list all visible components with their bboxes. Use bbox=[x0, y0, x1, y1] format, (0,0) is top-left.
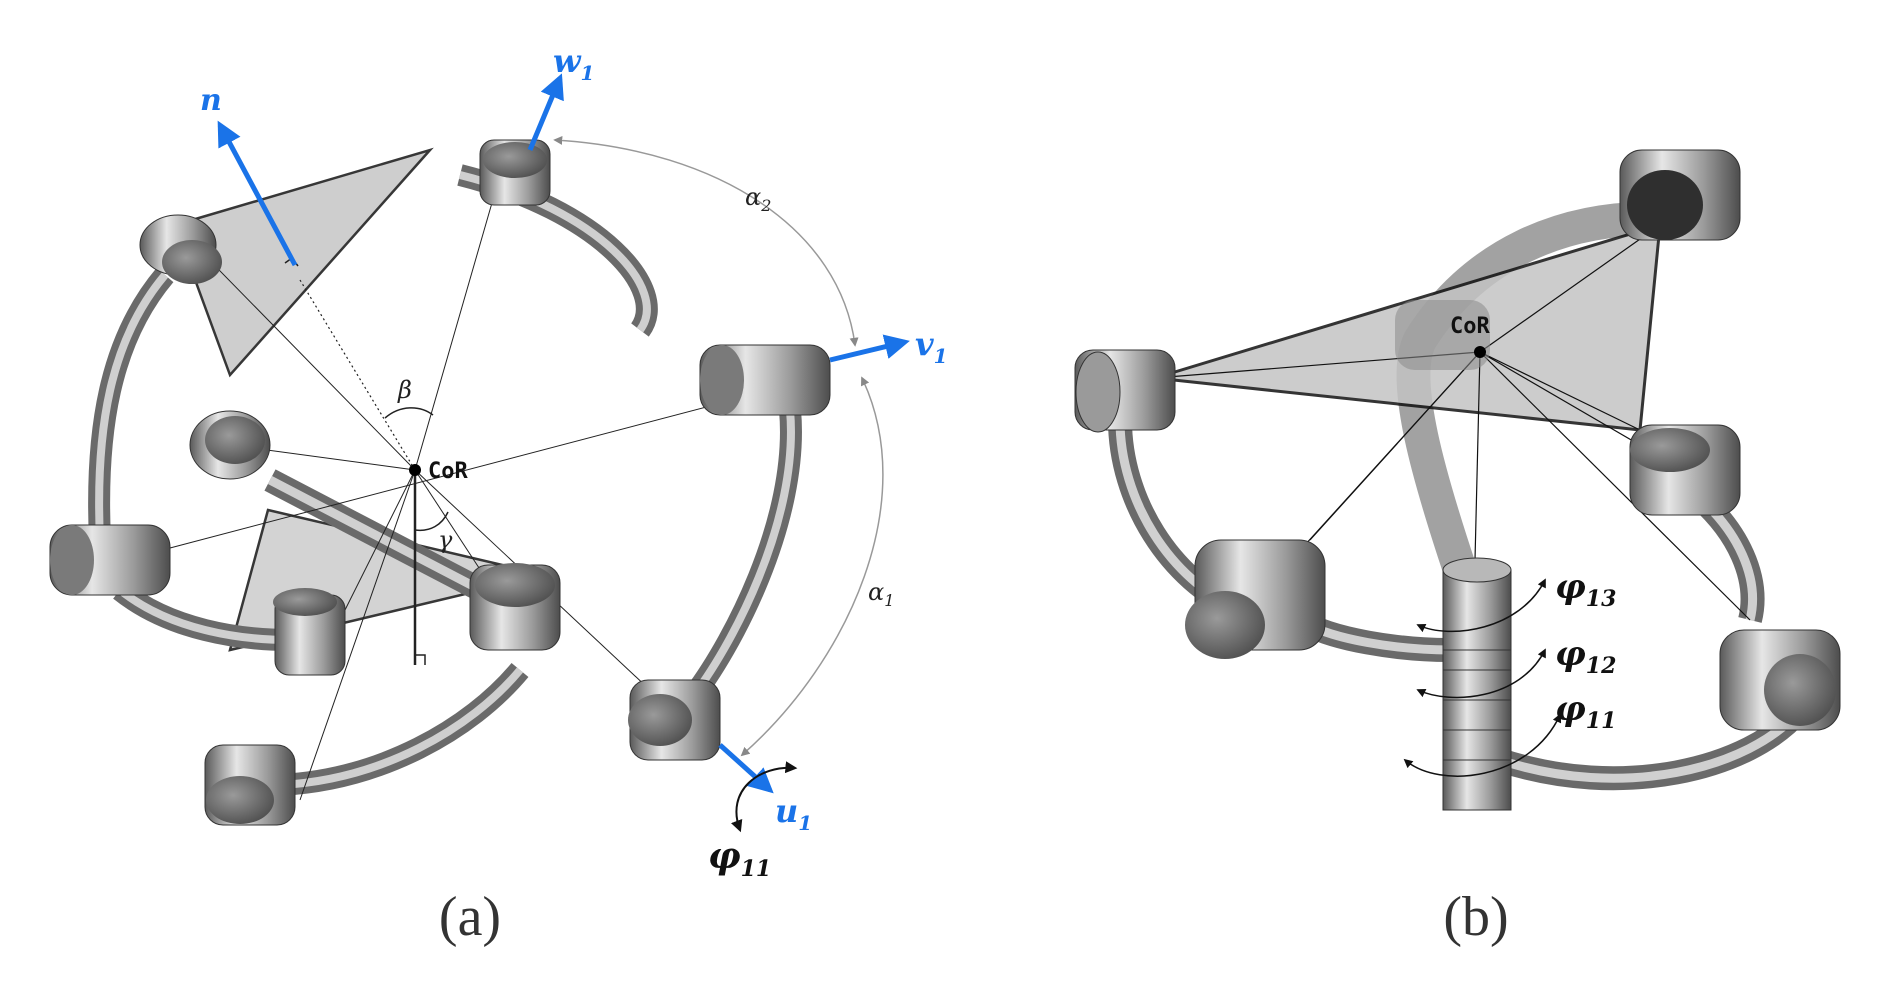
joint-upper-left bbox=[139, 214, 222, 284]
alpha2-arc bbox=[553, 135, 859, 347]
label-alpha2: α2 bbox=[745, 183, 771, 215]
normal-dotted bbox=[299, 279, 416, 471]
label-v1: v1 bbox=[915, 325, 948, 368]
axis-n-arrow bbox=[217, 120, 298, 267]
label-n: n bbox=[200, 83, 222, 118]
label-phi11-a: φ11 bbox=[708, 835, 771, 882]
gamma-angle-arc bbox=[414, 511, 449, 532]
joint-b-far-right bbox=[1719, 629, 1841, 731]
label-w1: w1 bbox=[553, 42, 594, 85]
caption-b: (b) bbox=[1443, 886, 1508, 948]
joint-b-right bbox=[1629, 424, 1741, 516]
alpha1-arc bbox=[740, 376, 884, 757]
joint-right bbox=[699, 344, 831, 416]
label-alpha1: α1 bbox=[868, 578, 894, 610]
joint-far-left bbox=[49, 524, 171, 596]
cor-point bbox=[409, 464, 421, 476]
joint-top bbox=[479, 139, 551, 206]
label-u1: u1 bbox=[775, 792, 812, 835]
label-phi11-b: φ11 bbox=[1555, 689, 1616, 734]
caption-a: (a) bbox=[439, 886, 501, 948]
phi11-rotation-arrow bbox=[731, 761, 798, 833]
label-cor-a: CoR bbox=[428, 459, 468, 484]
label-cor-b: CoR bbox=[1450, 314, 1490, 339]
joint-bottom-left bbox=[204, 744, 296, 826]
cor-point-b bbox=[1474, 346, 1486, 358]
joint-b-left bbox=[1074, 349, 1176, 433]
phi13-rotation-arrow bbox=[1416, 578, 1546, 633]
label-phi12: φ12 bbox=[1555, 634, 1616, 679]
right-angle-mark-lower bbox=[415, 654, 426, 665]
joint-lower-center bbox=[273, 588, 346, 676]
panel-b: CoR φ13 φ12 φ11 (b) bbox=[1074, 149, 1841, 948]
ring-arc-bottom bbox=[279, 662, 529, 796]
joint-mid-left bbox=[189, 410, 271, 480]
upper-platform-plane bbox=[173, 147, 434, 378]
label-gamma: γ bbox=[438, 526, 453, 554]
central-column bbox=[1442, 557, 1512, 811]
joint-b-back-ghost bbox=[1395, 300, 1490, 370]
joint-b-lower-left bbox=[1185, 539, 1326, 659]
label-phi13: φ13 bbox=[1555, 567, 1616, 612]
label-beta: β bbox=[397, 376, 412, 404]
phi11-rotation-arrow-b bbox=[1403, 713, 1562, 777]
phi12-rotation-arrow bbox=[1416, 648, 1546, 699]
ring-arc-lower-right bbox=[681, 409, 802, 707]
axis-w1-arrow bbox=[527, 73, 564, 151]
joint-b-top bbox=[1619, 149, 1741, 241]
panel-a: n w1 v1 u1 φ11 CoR α2 α1 β γ (a) bbox=[49, 42, 948, 948]
axis-v1-arrow bbox=[829, 334, 910, 363]
beta-angle-arc bbox=[384, 407, 434, 419]
joint-bottom-right bbox=[628, 679, 721, 761]
joint-center-right bbox=[469, 563, 561, 651]
